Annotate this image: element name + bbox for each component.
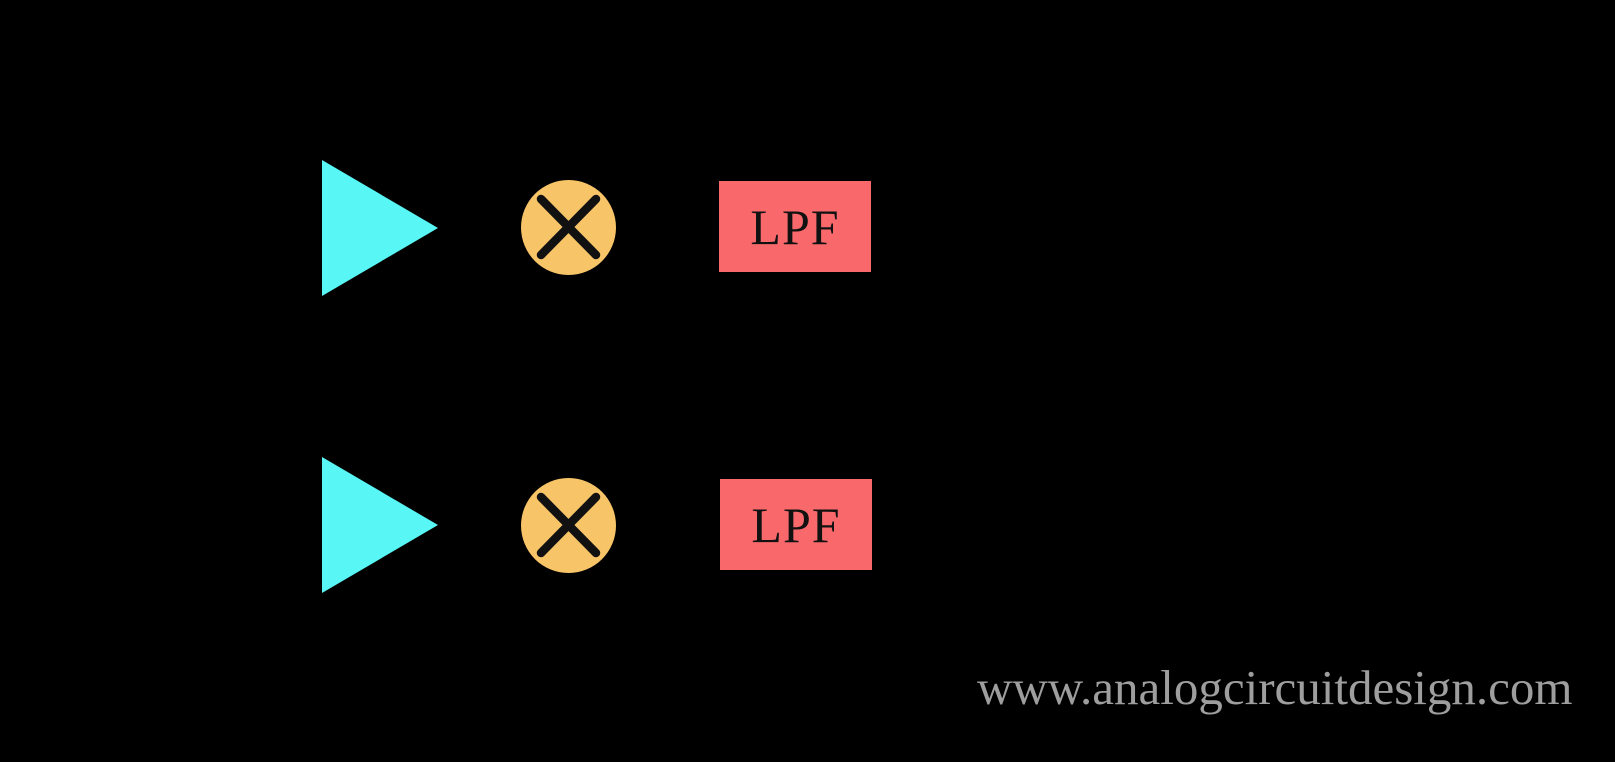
lpf-block-bottom: LPF: [720, 479, 872, 570]
watermark-text: www.analogcircuitdesign.com: [977, 660, 1573, 715]
lpf-block-top: LPF: [719, 181, 871, 272]
multiply-icon: [536, 194, 601, 260]
amplifier-triangle-bottom: [322, 457, 438, 593]
multiply-icon: [536, 492, 601, 558]
mixer-circle-bottom: [521, 478, 616, 573]
lpf-label-bottom: LPF: [751, 496, 841, 553]
mixer-circle-top: [521, 180, 616, 275]
lpf-label-top: LPF: [750, 198, 840, 255]
amplifier-triangle-top: [322, 160, 438, 296]
